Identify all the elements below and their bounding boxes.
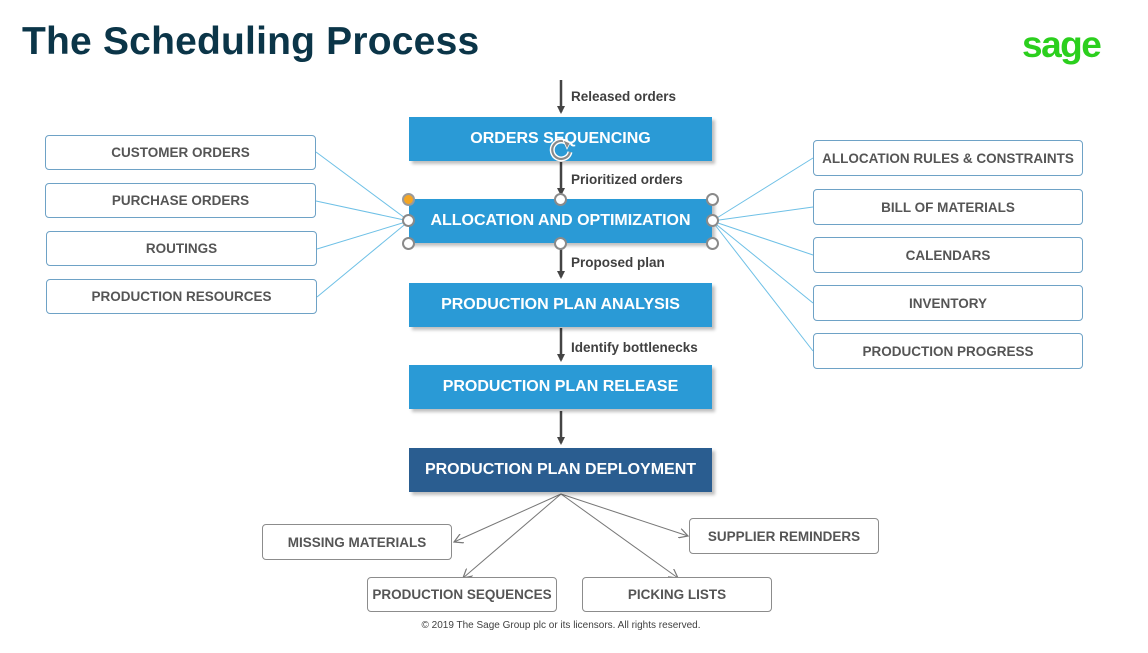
input-customer-orders: CUSTOMER ORDERS: [45, 135, 316, 170]
input-routings: ROUTINGS: [46, 231, 317, 266]
selection-handle-bottom-left[interactable]: [402, 237, 415, 250]
arrow-label-released-orders: Released orders: [571, 89, 677, 104]
rotate-handle-icon[interactable]: [546, 135, 576, 165]
connector-right: [711, 157, 814, 222]
input-inventory: INVENTORY: [813, 285, 1083, 321]
selection-handle-bottom[interactable]: [554, 237, 567, 250]
output-arrow: [560, 493, 678, 578]
connector-right: [711, 220, 814, 304]
sage-logo: sage: [1022, 24, 1102, 65]
connector-left: [316, 220, 410, 298]
connector-right: [711, 220, 814, 256]
step-production-plan-deployment[interactable]: PRODUCTION PLAN DEPLOYMENT: [409, 448, 712, 492]
connector-right: [711, 206, 814, 222]
input-calendars: CALENDARS: [813, 237, 1083, 273]
selection-handle-bottom-right[interactable]: [706, 237, 719, 250]
output-picking-lists: PICKING LISTS: [582, 577, 772, 612]
arrow-label-proposed-plan: Proposed plan: [571, 255, 665, 270]
step-allocation-optimization[interactable]: ALLOCATION AND OPTIMIZATION: [409, 199, 712, 243]
output-production-sequences: PRODUCTION SEQUENCES: [367, 577, 557, 612]
connector-left: [316, 220, 410, 250]
connector-left: [315, 151, 410, 222]
selection-handle-right[interactable]: [706, 214, 719, 227]
connector-left: [315, 200, 410, 222]
step-production-plan-analysis[interactable]: PRODUCTION PLAN ANALYSIS: [409, 283, 712, 327]
output-supplier-reminders: SUPPLIER REMINDERS: [689, 518, 879, 554]
input-allocation-rules: ALLOCATION RULES & CONSTRAINTS: [813, 140, 1083, 176]
slide-title: The Scheduling Process: [22, 20, 480, 63]
copyright-footer: © 2019 The Sage Group plc or its licenso…: [421, 620, 701, 631]
selection-handle-left[interactable]: [402, 214, 415, 227]
output-arrow: [560, 493, 688, 536]
input-production-resources: PRODUCTION RESOURCES: [46, 279, 317, 314]
input-purchase-orders: PURCHASE ORDERS: [45, 183, 316, 218]
step-production-plan-release[interactable]: PRODUCTION PLAN RELEASE: [409, 365, 712, 409]
input-production-progress: PRODUCTION PROGRESS: [813, 333, 1083, 369]
selection-handle-top-right[interactable]: [706, 193, 719, 206]
arrow-label-prioritized-orders: Prioritized orders: [571, 172, 683, 187]
selection-handle-top-left[interactable]: [402, 193, 415, 206]
connector-right: [711, 220, 814, 352]
selection-handle-top[interactable]: [554, 193, 567, 206]
output-arrow: [454, 493, 562, 542]
output-arrow: [463, 493, 562, 578]
input-bill-of-materials: BILL OF MATERIALS: [813, 189, 1083, 225]
output-missing-materials: MISSING MATERIALS: [262, 524, 452, 560]
arrow-label-identify-bottlenecks: Identify bottlenecks: [571, 340, 698, 355]
